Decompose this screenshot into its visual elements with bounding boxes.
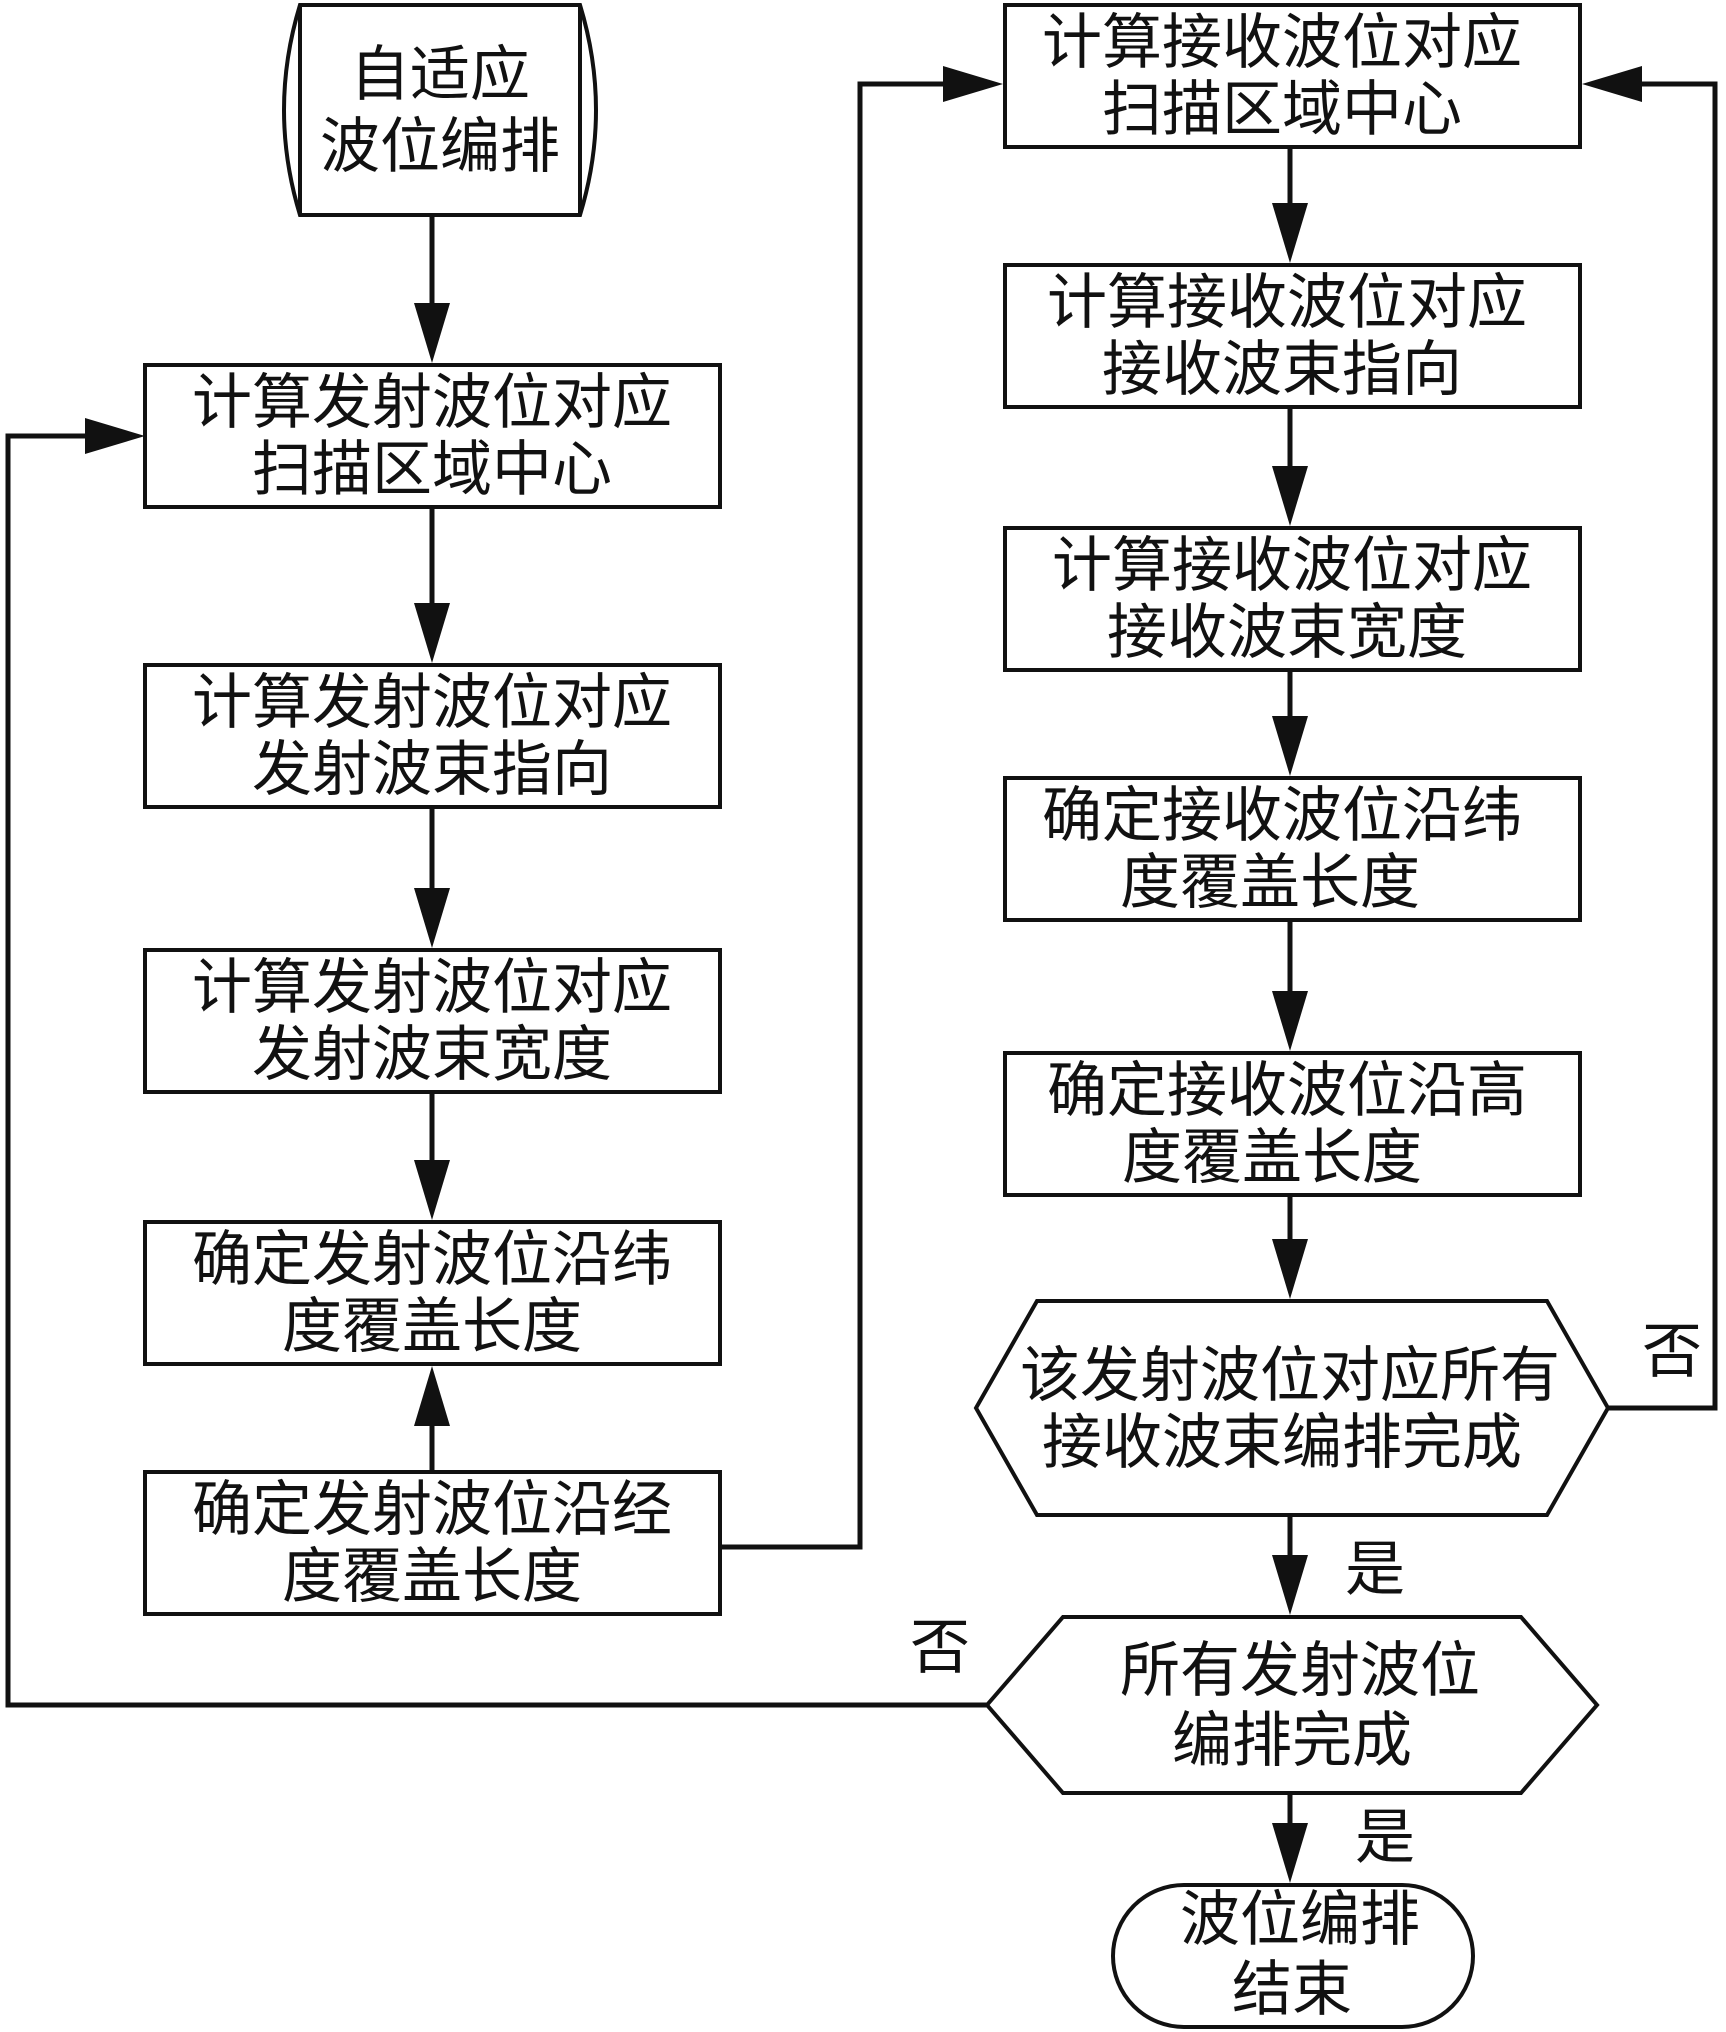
decision-rx-done-line2: 接收波束编排完成 — [1042, 1408, 1522, 1478]
arrowhead-tx-width — [414, 888, 450, 948]
label-rx-done-yes: 是 — [1345, 1535, 1405, 1605]
rx-scan-center-line2: 扫描区域中心 — [1102, 75, 1462, 145]
tx-lon-coverage-line1: 确定发射波位沿经 — [192, 1475, 672, 1545]
tx-lon-coverage-line2: 度覆盖长度 — [282, 1542, 582, 1612]
edge-tx-lon-to-rx-scan — [722, 81, 950, 1550]
tx-beam-pointing-node: 计算发射波位对应 发射波束指向 — [143, 663, 722, 809]
arrowhead-tx-loop — [85, 418, 145, 454]
rx-lat-coverage-node: 确定接收波位沿纬 度覆盖长度 — [1003, 776, 1582, 922]
end-label-line2: 结束 — [1232, 1955, 1352, 2025]
arrowhead-rx-loop — [1582, 66, 1642, 102]
arrowhead-decision-tx — [1272, 1555, 1308, 1615]
decision-tx-done-line1: 所有发射波位 — [1120, 1636, 1480, 1706]
tx-beam-pointing-line1: 计算发射波位对应 — [192, 668, 672, 738]
arrowhead-rx-pointing — [1272, 203, 1308, 263]
rx-scan-center-line1: 计算接收波位对应 — [1042, 8, 1522, 78]
tx-beam-width-node: 计算发射波位对应 发射波束宽度 — [143, 948, 722, 1094]
start-node: 自适应 波位编排 — [282, 2, 598, 217]
rx-lat-coverage-line1: 确定接收波位沿纬 — [1042, 781, 1522, 851]
tx-scan-center-line2: 扫描区域中心 — [252, 435, 612, 505]
arrowhead-rx-lat — [1272, 716, 1308, 776]
arrowhead-rx-width — [1272, 466, 1308, 526]
tx-beam-pointing-line2: 发射波束指向 — [252, 735, 612, 805]
label-rx-done-no: 否 — [1642, 1317, 1702, 1387]
connectors — [5, 66, 1718, 1883]
arrowhead-tx-lat — [414, 1160, 450, 1220]
rx-alt-coverage-line2: 度覆盖长度 — [1122, 1123, 1422, 1193]
label-tx-done-no: 否 — [910, 1613, 970, 1683]
start-label-line1: 自适应 — [350, 40, 530, 110]
rx-beam-width-line1: 计算接收波位对应 — [1052, 531, 1532, 601]
decision-tx-done-line2: 编排完成 — [1172, 1706, 1412, 1776]
tx-beam-width-line2: 发射波束宽度 — [252, 1020, 612, 1090]
tx-scan-center-line1: 计算发射波位对应 — [192, 368, 672, 438]
end-label-line1: 波位编排 — [1180, 1885, 1420, 1955]
tx-lat-coverage-node: 确定发射波位沿纬 度覆盖长度 — [143, 1220, 722, 1366]
edge-tx-done-no — [5, 433, 987, 1708]
rx-beam-width-node: 计算接收波位对应 接收波束宽度 — [1003, 526, 1582, 672]
arrowhead-rx-scan — [943, 66, 1003, 102]
rx-lat-coverage-line2: 度覆盖长度 — [1120, 848, 1420, 918]
end-node: 波位编排 结束 — [1111, 1883, 1475, 2029]
arrowhead-tx-lat-up — [414, 1366, 450, 1426]
arrowhead-tx-scan — [414, 303, 450, 363]
rx-alt-coverage-node: 确定接收波位沿高 度覆盖长度 — [1003, 1051, 1582, 1197]
start-label-line2: 波位编排 — [320, 112, 560, 182]
decision-rx-done-node: 该发射波位对应所有 接收波束编排完成 — [973, 1299, 1611, 1517]
arrowhead-tx-pointing — [414, 603, 450, 663]
tx-beam-width-line1: 计算发射波位对应 — [192, 953, 672, 1023]
tx-scan-center-node: 计算发射波位对应 扫描区域中心 — [143, 363, 722, 509]
label-tx-done-yes: 是 — [1355, 1803, 1415, 1873]
decision-rx-done-line1: 该发射波位对应所有 — [1020, 1341, 1560, 1411]
rx-beam-pointing-line2: 接收波束指向 — [1102, 335, 1462, 405]
arrowhead-rx-alt — [1272, 991, 1308, 1051]
decision-tx-done-node: 所有发射波位 编排完成 — [984, 1615, 1600, 1795]
rx-beam-pointing-line1: 计算接收波位对应 — [1047, 268, 1527, 338]
tx-lat-coverage-line2: 度覆盖长度 — [282, 1292, 582, 1362]
arrowhead-end — [1272, 1823, 1308, 1883]
tx-lat-coverage-line1: 确定发射波位沿纬 — [192, 1225, 672, 1295]
rx-scan-center-node: 计算接收波位对应 扫描区域中心 — [1003, 3, 1582, 149]
rx-beam-pointing-node: 计算接收波位对应 接收波束指向 — [1003, 263, 1582, 409]
rx-beam-width-line2: 接收波束宽度 — [1107, 598, 1467, 668]
edge-rx-done-no — [1608, 81, 1718, 1411]
arrowhead-decision-rx — [1272, 1239, 1308, 1299]
tx-lon-coverage-node: 确定发射波位沿经 度覆盖长度 — [143, 1470, 722, 1616]
rx-alt-coverage-line1: 确定接收波位沿高 — [1047, 1056, 1527, 1126]
